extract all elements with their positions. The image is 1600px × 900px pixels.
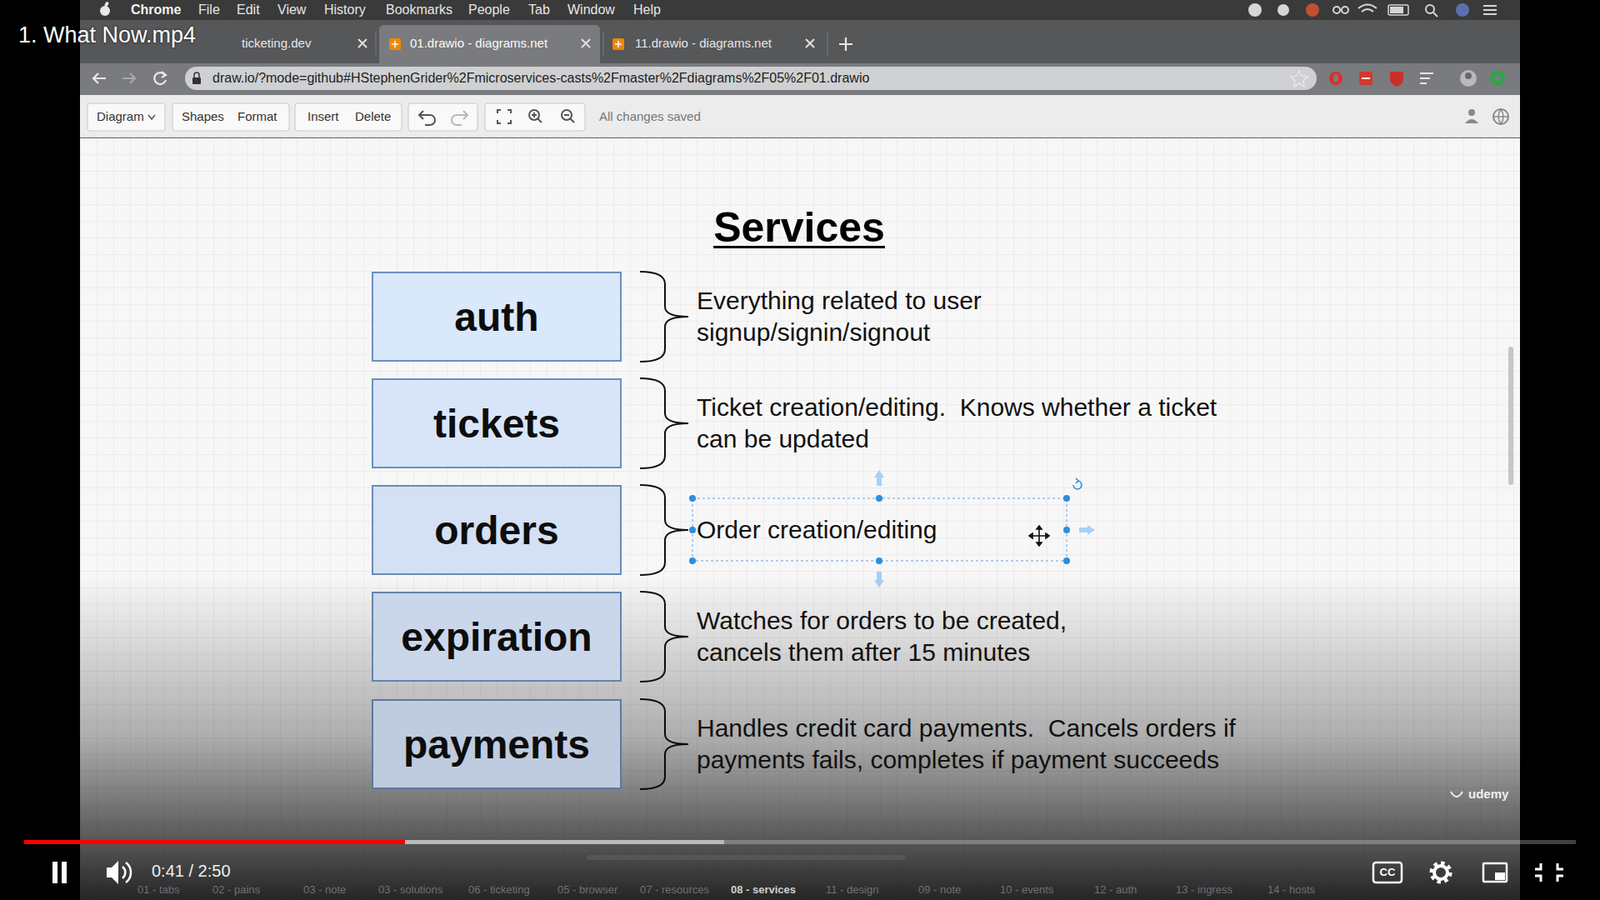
chapter-label: 06 - ticketing [468,884,530,897]
menu-item: Bookmarks [385,2,453,18]
menu-item: File [198,2,220,18]
address-url: draw.io/?mode=github#HStephenGrider%2Fmi… [212,70,870,86]
menu-item: Chrome [130,2,181,18]
tab-title: 11.drawio - diagrams.net [635,35,772,50]
menu-item: Window [567,2,615,18]
chapter-label: 05 - browser [557,884,618,897]
menu-item: View [277,2,306,18]
watermark-logo [1450,791,1463,797]
service-name: tickets [433,400,560,447]
omnibox [185,66,1317,90]
toolbar-button: Format [237,109,278,124]
chapter-label: 12 - auth [1094,884,1137,897]
drawio-toolbar [80,95,1520,138]
save-status: All changes saved [599,109,701,124]
status-icons [1248,3,1497,17]
chapter-label: 13 - ingress [1175,884,1233,897]
dropdown-caret [148,115,155,120]
chapter-label: 01 - tabs [137,884,180,897]
chapter-label: 14 - hosts [1267,884,1315,897]
progress-bar [24,840,1576,845]
chapter-label: 10 - events [1000,884,1054,897]
toolbar-button: Diagram [96,109,145,124]
nav-buttons [93,71,166,85]
toolbar-icons [419,109,1509,125]
captions-button: CC [1380,866,1396,880]
chapter-label: 03 - note [303,884,346,897]
service-name: auth [454,294,539,340]
extension-icons [1329,70,1505,87]
service-description: Watches for orders to be created, cancel… [696,605,1130,669]
toolbar-button: Shapes [181,109,225,124]
menu-item: Help [633,2,661,18]
curly-brace [640,378,689,469]
menu-item: Edit [236,2,260,18]
service-box: ordersOrder creation/editing [371,485,622,575]
service-name: payments [403,721,590,768]
new-tab-icon [839,37,853,51]
time-display: 0:41 / 2:50 [151,861,231,881]
service-description: Order creation/editing [696,514,1230,546]
chapter-label: 02 - pains [212,884,260,897]
active-tab [379,25,600,64]
menu-item: History [324,2,366,18]
toolbar-groups [87,103,585,131]
player-shade [0,575,1600,900]
service-box: paymentsHandles credit card payments. Ca… [371,699,622,790]
chapter-label: 03 - solutions [378,884,443,897]
chapter-label: 08 - services [730,884,796,897]
tab-title: 01.drawio - diagrams.net [410,35,548,50]
bookmark-star [1290,70,1308,87]
lock-icon [192,72,201,85]
menu-item: People [468,2,510,18]
menu-bar [80,0,1520,20]
service-box: expirationWatches for orders to be creat… [371,591,622,682]
service-description: Ticket creation/editing. Knows whether a… [696,391,1230,455]
menu-item: Tab [528,2,550,18]
service-description: Handles credit card payments. Cancels or… [696,712,1314,776]
service-name: orders [434,507,559,554]
watermark: udemy [1468,786,1509,801]
curly-brace [640,485,689,575]
toolbar-button: Insert [307,109,340,124]
service-name: expiration [400,614,592,660]
curly-brace [640,271,689,362]
chapter-label: 11 - design [825,884,879,897]
service-box: ticketsTicket creation/editing. Knows wh… [371,378,622,469]
service-box: authEverything related to user signup/si… [371,271,622,362]
vertical-scrollbar [1508,346,1514,485]
tab-title: ticketing.dev [241,35,311,50]
apple-logo [100,0,110,16]
service-description: Everything related to user signup/signin… [696,285,1014,349]
tab-strip [80,20,1520,64]
horizontal-scrollbar [586,855,906,860]
diagram-title: Services [713,203,885,252]
chapter-label: 07 - resources [640,884,710,897]
toolbar-button: Delete [355,109,391,124]
player-controls [52,860,1564,885]
video-title: 1. What Now.mp4 [18,22,196,49]
browser-toolbar [80,63,1520,95]
chapter-label: 09 - note [918,884,961,897]
